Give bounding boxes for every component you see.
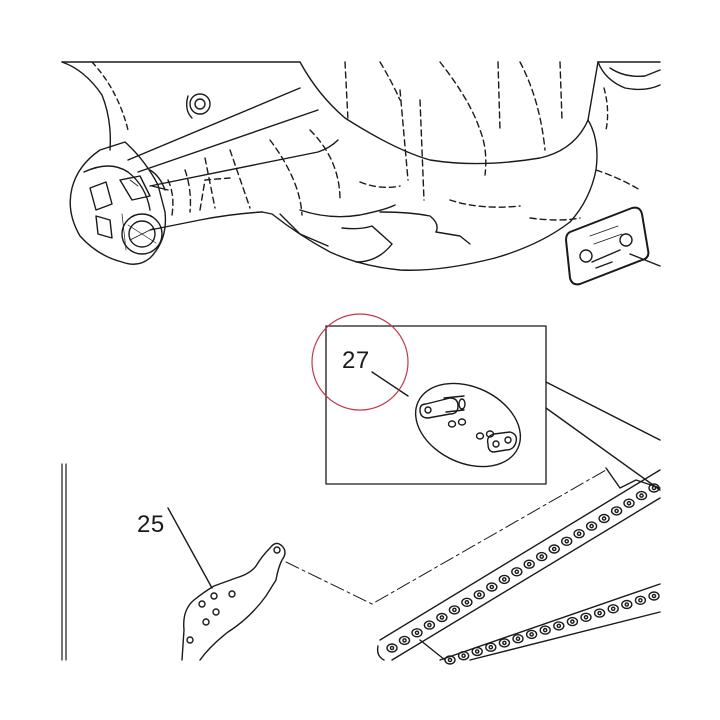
chain-roller <box>485 642 497 652</box>
chain-pin <box>638 598 643 603</box>
chain-roller <box>607 604 619 614</box>
chain-pin <box>624 602 630 607</box>
chain-pin <box>651 485 657 491</box>
chain-pin <box>447 657 453 663</box>
centerline <box>285 469 607 605</box>
chain-pin <box>589 523 594 529</box>
chain-pin <box>501 577 507 582</box>
chain-roller <box>561 536 573 546</box>
chain-roller <box>457 651 470 661</box>
chain-pin <box>474 649 480 654</box>
chain-roller <box>386 643 398 653</box>
chain-pin <box>564 539 570 544</box>
chain-roller <box>461 597 473 607</box>
chain-pin <box>639 493 644 498</box>
chain-roller <box>548 544 560 554</box>
chain-pin <box>402 638 407 643</box>
chain-roller <box>598 513 610 524</box>
chain-roller <box>471 646 483 657</box>
chain-roller <box>648 591 660 601</box>
chain-pin <box>539 554 545 559</box>
chain-roller <box>448 605 461 615</box>
chain-roller <box>580 612 592 622</box>
chain-pin <box>452 607 457 613</box>
chain-pin <box>489 584 495 590</box>
chain-pin <box>556 623 562 629</box>
chain-roller <box>523 559 535 569</box>
chain-roller <box>585 521 598 531</box>
chain-pin <box>389 645 395 651</box>
chain-roller <box>536 551 548 562</box>
highlight-circle-27 <box>311 313 409 411</box>
chain-roller <box>648 483 660 493</box>
pivot-bearing <box>69 141 169 265</box>
frame-edge-line <box>61 463 67 661</box>
chain-roller <box>525 629 538 640</box>
chain-pin <box>502 640 507 646</box>
chain-roller <box>566 616 579 627</box>
chain-pin <box>601 516 607 521</box>
warning-label-plate <box>565 206 661 286</box>
chain-pin <box>551 546 557 552</box>
chain-pin <box>476 592 482 598</box>
chain-pin <box>464 600 470 605</box>
chain-pin <box>614 508 619 514</box>
chain-pin <box>583 615 589 620</box>
chain-pin <box>514 569 520 575</box>
chain-roller <box>423 620 436 630</box>
chain-roller <box>498 638 511 648</box>
chain-roller <box>634 595 647 605</box>
chain-pin <box>651 593 657 599</box>
chain-roller <box>398 635 411 646</box>
chain-pin <box>576 531 582 537</box>
chain-pin <box>488 644 494 650</box>
chain-pin <box>570 619 575 624</box>
chain-roller <box>623 498 635 508</box>
drive-chain <box>376 467 661 661</box>
chain-roller <box>473 590 485 600</box>
chain-pin <box>529 632 534 637</box>
chain-pin <box>439 615 445 620</box>
chain-roller <box>539 625 551 635</box>
detail-inset-box <box>325 325 661 491</box>
chain-roller <box>635 490 648 501</box>
chain-roller <box>621 599 633 610</box>
chain-pin <box>461 653 466 659</box>
chain-pin <box>626 500 632 506</box>
chain-guide-bracket <box>167 507 286 661</box>
swingarm-housing <box>61 61 661 271</box>
chain-roller <box>411 628 423 638</box>
chain-roller <box>511 567 523 577</box>
chain-pin <box>427 622 432 628</box>
chain-roller <box>573 529 585 539</box>
chain-links-lower <box>444 591 660 665</box>
chain-pin <box>515 636 521 642</box>
chain-roller <box>553 621 565 631</box>
chain-roller <box>610 506 623 516</box>
chain-roller <box>486 582 498 592</box>
chain-roller <box>444 655 456 665</box>
chain-pin <box>414 630 420 636</box>
chain-roller <box>498 574 510 585</box>
chain-roller <box>436 612 448 623</box>
chain-roller <box>512 634 524 644</box>
chain-links-upper <box>386 483 660 653</box>
callout-label-25: 25 <box>137 511 165 538</box>
callout-label-27: 27 <box>342 347 370 374</box>
chain-roller <box>593 608 606 618</box>
chain-pin <box>610 606 616 612</box>
chain-pin <box>526 561 532 567</box>
chain-pin <box>542 627 548 633</box>
chain-pin <box>597 610 602 616</box>
